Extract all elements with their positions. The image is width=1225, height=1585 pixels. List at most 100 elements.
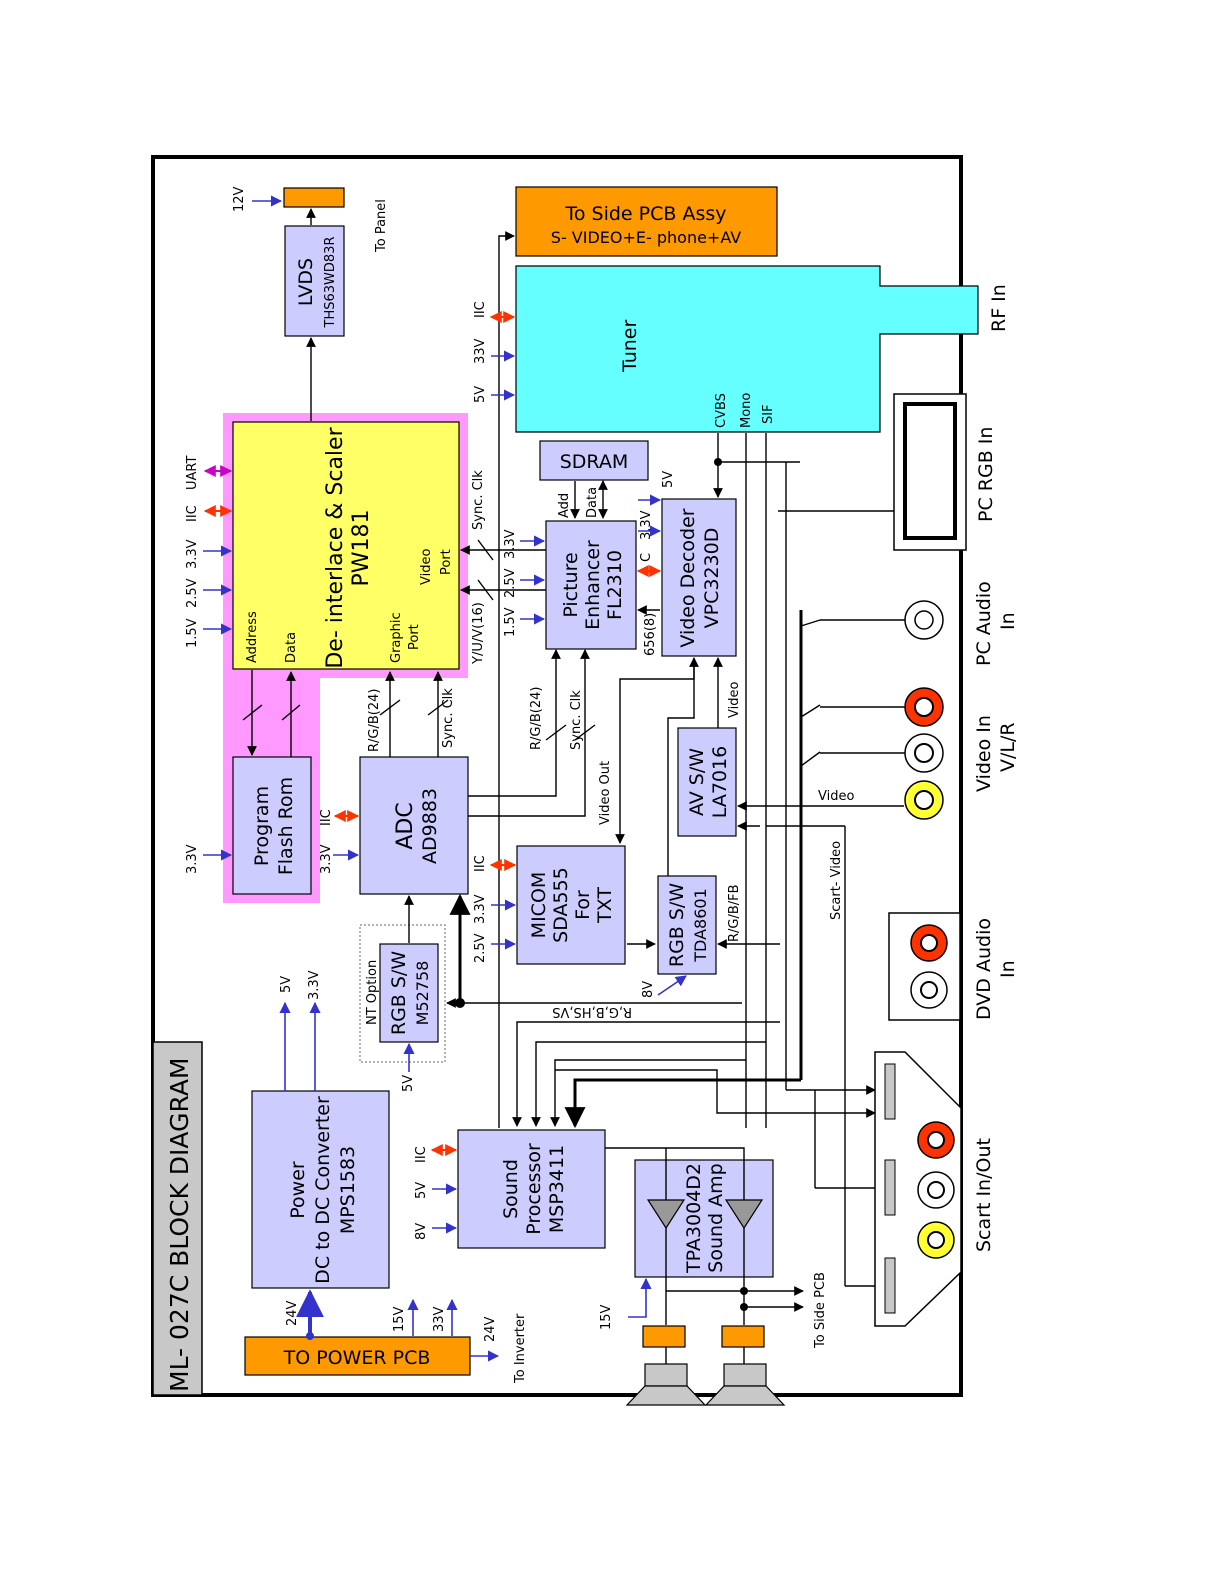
micom-3v3: 3.3V: [473, 894, 488, 924]
power-3v3: 3.3V: [307, 970, 322, 1000]
nt-option-label: NT Option: [365, 960, 380, 1025]
flash-sub: Flash Rom: [275, 777, 297, 875]
power-title: Power: [287, 1161, 309, 1219]
sdram-block: SDRAM: [539, 440, 649, 481]
pe-3v3: 3.3V: [503, 529, 518, 559]
micom-line1: MICOM: [528, 872, 550, 939]
video-decoder-block: Video Decoder VPC3230D: [661, 498, 737, 657]
lvds-12v: 12V: [232, 186, 247, 212]
scaler-2v5: 2.5V: [185, 578, 200, 608]
flash-title: Program: [251, 786, 273, 866]
power-sub: DC to DC Converter: [312, 1096, 334, 1284]
m52758-5v: 5V: [401, 1075, 416, 1092]
lvds-block: LVDS THS63WD83R: [284, 225, 345, 337]
to-side-pcb-label: To Side PCB: [813, 1272, 828, 1349]
pc-rgb-label: PC RGB In: [975, 427, 997, 522]
pe-line3: FL2310: [604, 550, 626, 620]
av-sw-la7016-block: AV S/W LA7016: [677, 727, 737, 837]
scaler-part: PW181: [349, 509, 374, 586]
tuner-sif: SIF: [761, 404, 776, 424]
vd-5v: 5V: [661, 471, 676, 488]
speaker-left: [625, 1325, 707, 1406]
side-pcb-assy: [515, 186, 778, 257]
frame: [151, 155, 963, 1397]
to-panel-label: To Panel: [374, 199, 389, 253]
la7016-video: Video: [727, 682, 742, 718]
scaler-iic: IIC: [185, 505, 200, 522]
sound-processor-block: Sound Processor MSP3411: [457, 1129, 606, 1249]
micom-line4: TXT: [594, 887, 616, 924]
pc-audio-jack: [904, 600, 944, 640]
pe-line1: Picture: [560, 552, 582, 617]
diagram-title: ML- 027C BLOCK DIAGRAM: [165, 1058, 194, 1393]
sdram-add: Add: [557, 493, 572, 518]
pe-sync-clk: Sync. Clk: [471, 470, 486, 530]
dvd-audio-label-2: In: [997, 960, 1019, 978]
scaler-address-label: Address: [245, 611, 260, 663]
micom-line3: For: [572, 890, 594, 920]
video-in-yellow-jack: [904, 780, 944, 820]
lvds-part: THS63WD83R: [323, 237, 338, 329]
scaler-data-label: Data: [284, 632, 299, 663]
vd-line2: VPC3230D: [701, 528, 723, 629]
side-pcb-sub: S- VIDEO+E- phone+AV: [551, 228, 741, 247]
micom-2v5: 2.5V: [473, 933, 488, 963]
sound-line3: MSP3411: [546, 1145, 568, 1233]
power-33v: 33V: [432, 1306, 447, 1332]
rgb-sw-tda8601-block: RGB S/W TDA8601: [657, 875, 717, 975]
scart-label: Scart In/Out: [973, 1138, 995, 1252]
rgbfb-label: R/G/B/FB: [727, 884, 742, 942]
vd-3v3: 3.3V: [639, 510, 654, 540]
power-15v: 15V: [392, 1306, 407, 1332]
video-in-white-jack: [904, 733, 944, 773]
adc-sync-clk: Sync. Clk: [441, 688, 456, 748]
pe-1v8: 1.5V: [503, 607, 518, 637]
sdram-label: SDRAM: [560, 451, 629, 473]
pe-yuv16: Y/U/V(16): [471, 602, 486, 665]
pc-audio-label-1: PC Audio: [973, 581, 995, 666]
power-pcb-label: TO POWER PCB: [283, 1347, 431, 1369]
adc-3v3: 3.3V: [319, 844, 334, 874]
side-pcb-title: To Side PCB Assy: [564, 203, 726, 225]
scaler-video-port: Port: [439, 549, 454, 575]
tuner-label: Tuner: [619, 320, 641, 373]
power-part: MPS1583: [337, 1146, 359, 1234]
pe-656: 656(8): [643, 613, 658, 656]
m52758-part: M52758: [413, 961, 432, 1026]
amp-line1: TPA3004D2: [683, 1163, 705, 1274]
adc-iic: IIC: [319, 809, 334, 826]
scaler-graphic-label: Graphic: [389, 612, 404, 663]
sdram-data: Data: [585, 487, 600, 518]
m52758-title: RGB S/W: [388, 951, 410, 1035]
adc-part: AD9883: [419, 788, 441, 864]
sound-5v: 5V: [414, 1182, 429, 1199]
to-inverter-label: To Inverter: [513, 1313, 528, 1384]
pc-audio-label-2: In: [997, 612, 1019, 630]
scaler-uart: UART: [185, 456, 200, 490]
panel-connector: [283, 187, 345, 208]
micom-block: MICOM SDA555 For TXT: [516, 845, 626, 965]
sound-amp-block: TPA3004D2 Sound Amp: [634, 1159, 774, 1278]
rgbhsvs-label: R,G,B,HS,VS: [552, 1004, 632, 1019]
la7016-part: LA7016: [709, 746, 731, 818]
tda8601-8v: 8V: [641, 981, 656, 998]
scaler-block: De- interlace & Scaler PW181 Address Dat…: [232, 421, 460, 670]
scaler-video-label: Video: [419, 549, 434, 585]
rf-in-label: RF In: [988, 284, 1010, 332]
amp-15v: 15V: [599, 1304, 614, 1330]
speaker-right: [704, 1325, 786, 1406]
adc-block: ADC AD9883: [359, 756, 469, 895]
tuner-iic: IIC: [473, 301, 488, 318]
scaler-1v5: 1.5V: [185, 618, 200, 648]
adc-title: ADC: [393, 802, 418, 849]
power-5v: 5V: [279, 976, 294, 993]
pc-rgb-connector: [893, 393, 967, 551]
title-box: [152, 1041, 203, 1396]
video-in-label-2: V/L/R: [997, 722, 1019, 772]
power-24v: 24V: [285, 1300, 300, 1326]
adc-rgb24: R/G/B(24): [367, 689, 382, 752]
rgb-sw-m52758-block: RGB S/W M52758: [379, 943, 439, 1043]
pe-sync-clk-2: Sync. Clk: [569, 690, 584, 750]
video-input-label: Video: [818, 789, 854, 804]
